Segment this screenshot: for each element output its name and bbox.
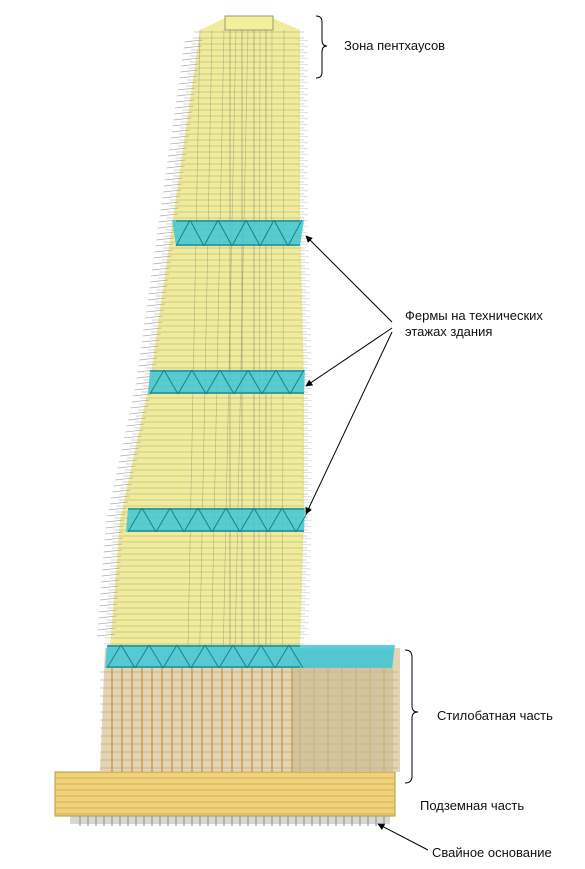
stylobate-bracket (404, 649, 419, 784)
stylobate-label: Стилобатная часть (437, 708, 553, 723)
truss-level-3 (126, 507, 311, 533)
truss-level-stylobate (105, 644, 395, 669)
arrow-truss-1 (305, 235, 393, 323)
underground-label: Подземная часть (420, 798, 525, 813)
arrow-piles (377, 823, 429, 851)
trusses-label-line1: Фермы на технических (405, 308, 543, 323)
pile-arrow (377, 823, 429, 851)
arrow-truss-3 (305, 331, 393, 515)
trusses-label-line2: этажах здания (405, 324, 493, 339)
underground-part (54, 771, 396, 817)
truss-level-1 (172, 219, 304, 247)
trusses-label: Фермы на технических этажах здания (405, 308, 543, 340)
penthouse-zone-label: Зона пентхаусов (344, 38, 446, 53)
pile-foundation-label: Свайное основание (432, 845, 552, 860)
truss-level-2 (148, 369, 305, 395)
tower-body (97, 15, 313, 649)
stylobate-part (100, 648, 400, 772)
penthouse-bracket (315, 15, 328, 79)
truss-arrows (305, 235, 393, 515)
arrow-truss-2 (305, 327, 393, 387)
